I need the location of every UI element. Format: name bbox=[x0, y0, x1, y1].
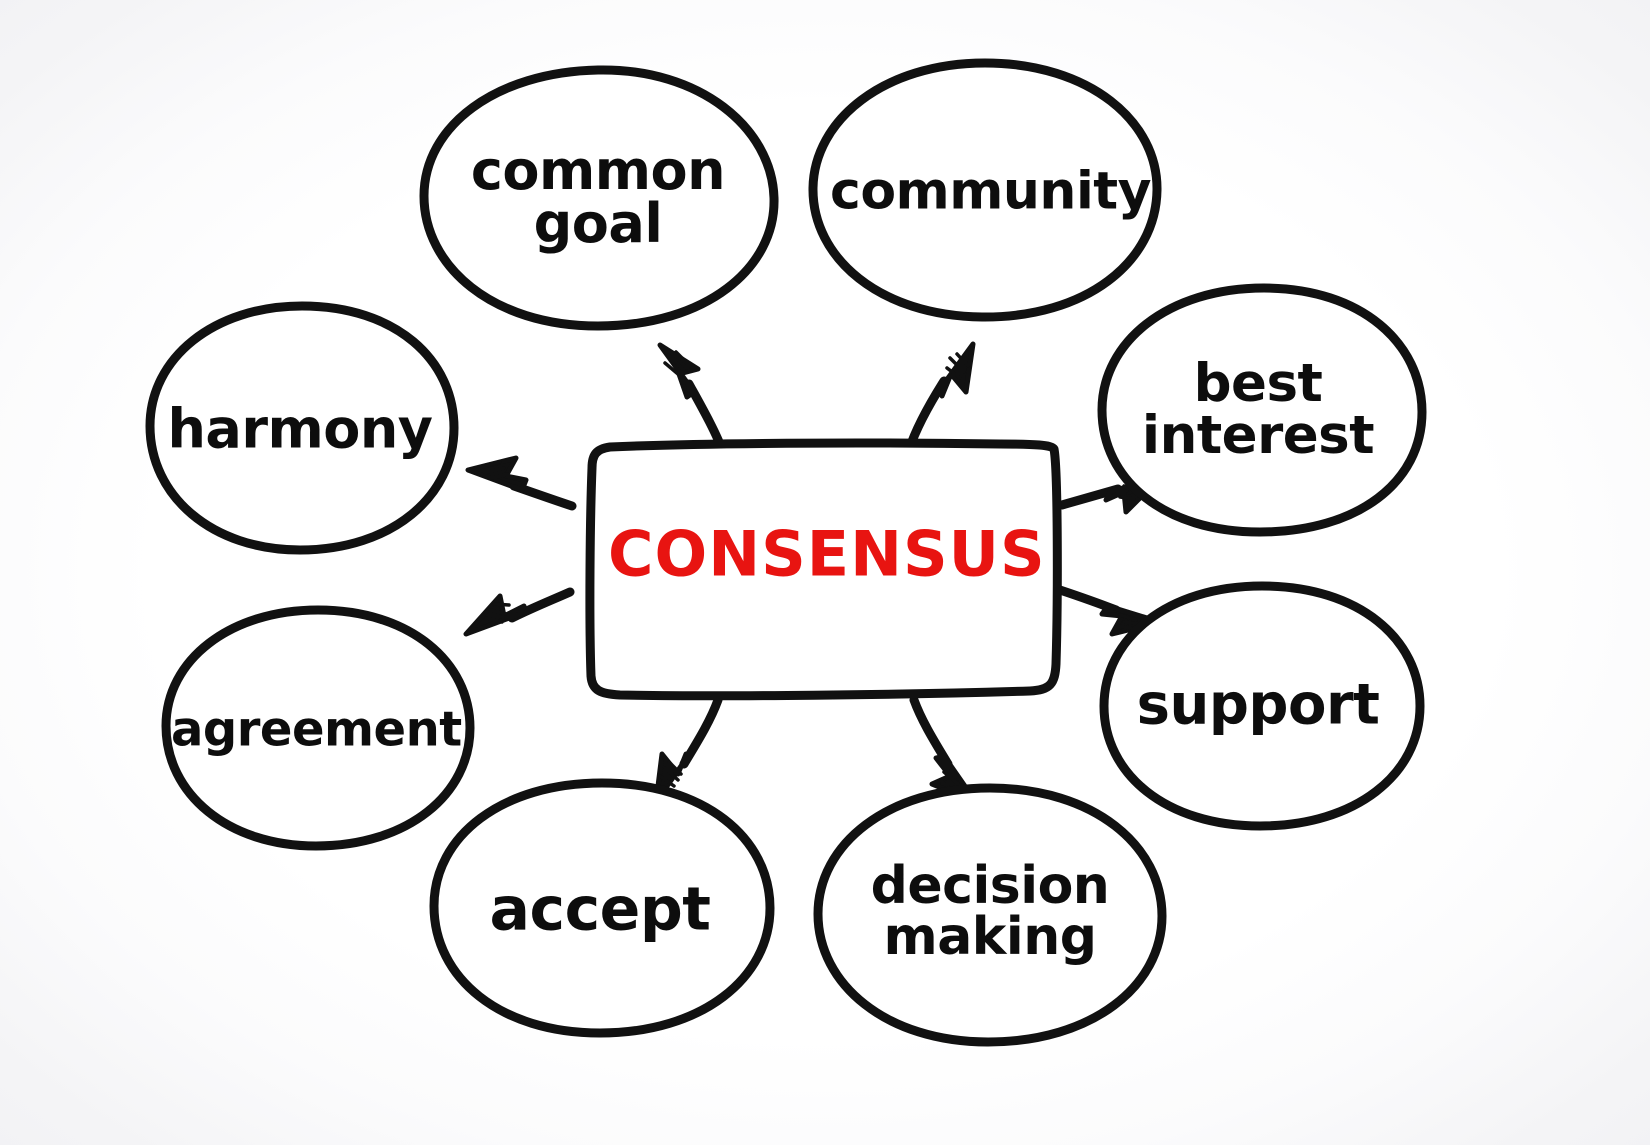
arrow-to-common-goal bbox=[657, 342, 728, 457]
node-shape-decision-making[interactable] bbox=[813, 783, 1167, 1047]
node-shape-best-interest[interactable] bbox=[1097, 283, 1427, 537]
arrow-to-agreement bbox=[463, 587, 575, 637]
node-shapes bbox=[145, 58, 1427, 1047]
node-shape-harmony[interactable] bbox=[145, 301, 459, 555]
node-shape-community[interactable] bbox=[808, 58, 1162, 322]
node-shape-common-goal[interactable] bbox=[419, 65, 779, 331]
node-shape-support[interactable] bbox=[1099, 581, 1425, 831]
node-shape-accept[interactable] bbox=[429, 778, 775, 1038]
center-node-shape[interactable] bbox=[585, 438, 1062, 701]
arrow-to-harmony bbox=[465, 455, 577, 511]
node-shape-agreement[interactable] bbox=[161, 605, 475, 851]
arrow-to-community bbox=[904, 341, 976, 455]
